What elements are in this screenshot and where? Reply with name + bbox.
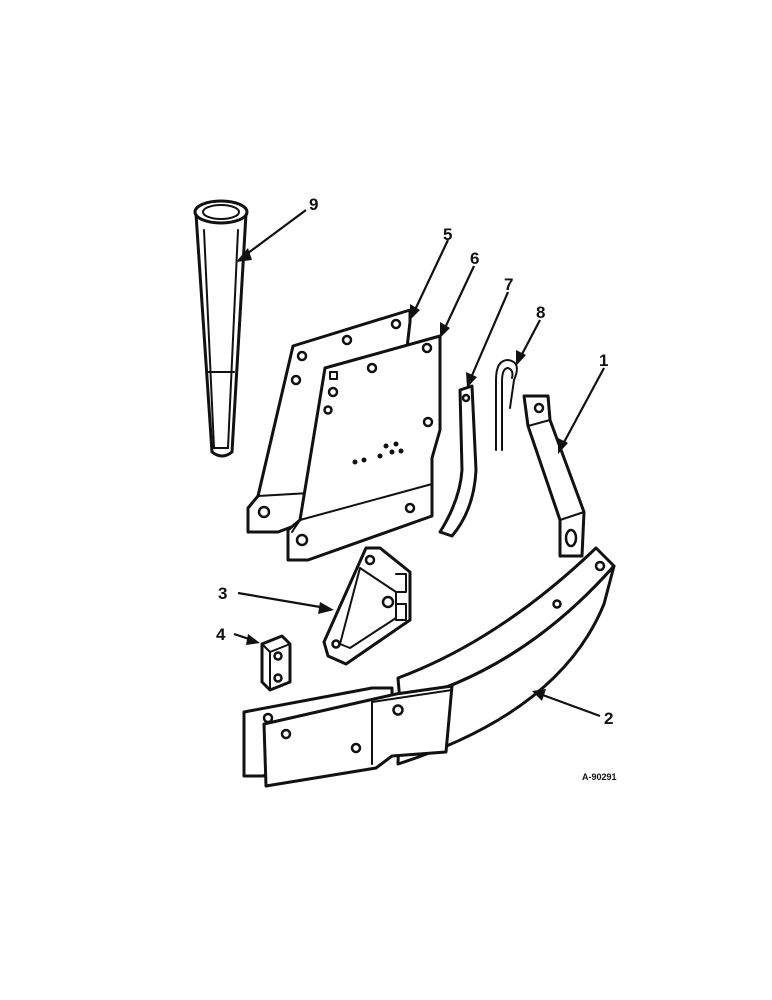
part-6-side-plate <box>286 334 442 562</box>
part-9-seed-tube <box>193 199 249 458</box>
leader-3 <box>237 591 327 610</box>
callout-2: 2 <box>604 709 613 728</box>
part-8-cotter-pin <box>495 359 518 451</box>
callout-6: 6 <box>470 249 479 268</box>
leader-1 <box>561 367 605 447</box>
leader-7 <box>468 291 510 381</box>
callout-7: 7 <box>504 275 513 294</box>
callout-8: 8 <box>536 303 545 322</box>
leader-9 <box>243 209 307 257</box>
part-1-strap <box>522 394 586 558</box>
leader-8 <box>519 319 541 359</box>
reference-code: A-90291 <box>582 772 617 782</box>
callout-labels: 9 5 6 7 8 1 3 4 2 <box>216 195 613 728</box>
callout-5: 5 <box>443 225 452 244</box>
leader-2 <box>539 692 601 718</box>
leader-6 <box>443 265 475 331</box>
callout-4: 4 <box>216 625 226 644</box>
part-4-spacer <box>260 634 292 692</box>
callout-3: 3 <box>218 584 227 603</box>
runner-clamp-plates <box>242 684 454 788</box>
part-3-bracket <box>322 546 412 666</box>
callout-9: 9 <box>309 195 318 214</box>
part-7-spring <box>438 384 478 538</box>
leader-5 <box>413 239 449 313</box>
callout-1: 1 <box>599 351 608 370</box>
leader-lines <box>233 209 605 718</box>
part-2-runner <box>396 546 616 766</box>
